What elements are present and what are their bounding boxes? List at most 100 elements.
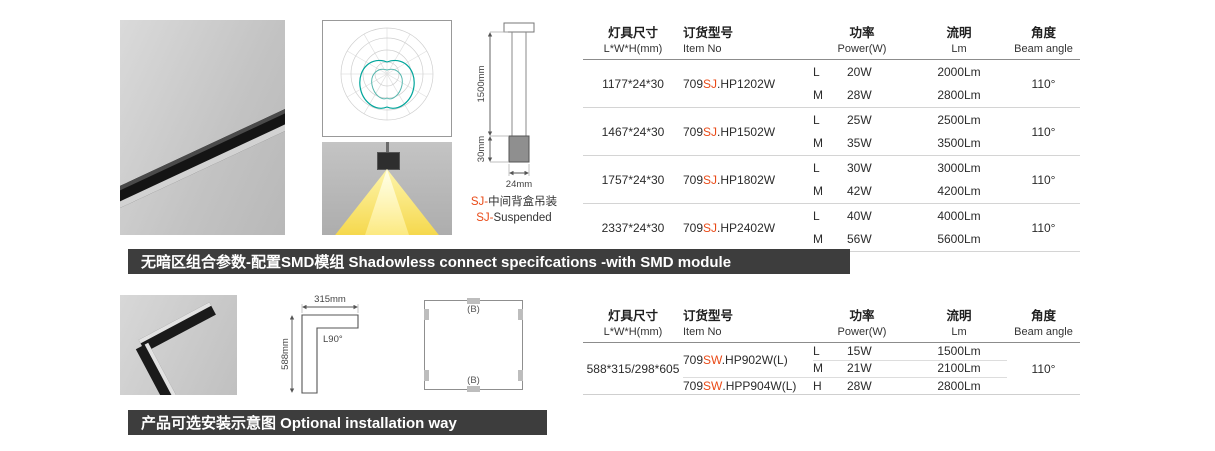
dim-height-label: 30mm	[476, 136, 487, 162]
beam-stem	[386, 142, 389, 152]
header-power-en: Power(W)	[837, 326, 887, 338]
corner-light-arm-lower	[135, 342, 179, 395]
header-item-cn: 订货型号	[683, 309, 734, 323]
item-prefix: 709	[683, 172, 704, 187]
header-size-cn: 灯具尺寸	[607, 309, 658, 323]
connector-tab	[467, 386, 480, 392]
dim-length-label: 1500mm	[476, 65, 487, 102]
suspension-caption: SJ-中间背盒吊装 SJ-Suspended	[448, 194, 580, 226]
power-value: 56W	[847, 232, 872, 247]
item-no: 709SJ.HP1802W	[683, 173, 813, 187]
corner-light-arm-upper	[138, 302, 216, 353]
lumen-value: 3000Lm	[937, 160, 981, 175]
power-value: 20W	[847, 64, 872, 79]
caption-en-text: Suspended	[493, 212, 552, 225]
item-suffix: .HP1202W	[717, 76, 776, 91]
beam-curve-inner	[371, 68, 403, 100]
power-value: 30W	[847, 160, 872, 175]
caption-cn-text: 中间背盒吊装	[488, 196, 558, 208]
caption-en-accent: SJ-	[476, 212, 494, 225]
item-prefix: 709	[683, 220, 704, 235]
suspension-svg: 1500mm 30mm 24mm	[476, 22, 535, 190]
power-mode: H	[813, 378, 822, 393]
header-angle-cn: 角度	[1030, 309, 1056, 323]
power-mode: L	[813, 208, 820, 223]
angle-cell: 110°	[1031, 76, 1056, 91]
table-row: 2337*24*30 709SJ.HP2402W L 40W 4000Lm M …	[583, 204, 1080, 252]
lumen-value: 4200Lm	[937, 184, 981, 199]
item-accent: SJ	[703, 172, 718, 187]
item-prefix: 709	[683, 124, 704, 139]
suspension-diagram: 1500mm 30mm 24mm	[468, 20, 568, 192]
item-suffix: .HP1802W	[717, 172, 776, 187]
connector-label-top: (B)	[467, 304, 480, 315]
connector-tab	[518, 370, 523, 381]
angle-cell: 110°	[1031, 124, 1056, 139]
lumen-value: 2800Lm	[937, 378, 981, 393]
header-lumen: 流明 Lm	[911, 305, 1007, 338]
connector-tab	[424, 370, 429, 381]
spec-table-suspended: 灯具尺寸 L*W*H(mm) 订货型号 Item No 功率 Power(W) …	[583, 20, 1080, 252]
item-accent: SW	[703, 379, 723, 393]
dim-588-label: 588mm	[280, 338, 291, 370]
dim-315-label: 315mm	[314, 294, 346, 305]
angle-cell: 110°	[1031, 361, 1056, 376]
item-accent: SJ	[703, 124, 718, 139]
header-angle-en: Beam angle	[1014, 43, 1073, 55]
connector-tab	[424, 309, 429, 320]
item-prefix: 709	[683, 76, 704, 91]
header-power: 功率 Power(W)	[813, 305, 911, 338]
table1-header: 灯具尺寸 L*W*H(mm) 订货型号 Item No 功率 Power(W) …	[583, 20, 1080, 60]
item-prefix: 709	[683, 379, 704, 393]
header-lumen-en: Lm	[951, 43, 967, 55]
header-item-en: Item No	[683, 43, 722, 55]
table2-header: 灯具尺寸 L*W*H(mm) 订货型号 Item No 功率 Power(W) …	[583, 303, 1080, 343]
section-banner-installation: 产品可选安装示意图 Optional installation way	[128, 410, 547, 435]
power-value: 42W	[847, 184, 872, 199]
header-angle: 角度 Beam angle	[1007, 305, 1080, 338]
power-value: 28W	[847, 88, 872, 103]
corner-dimension-drawing: 315mm 588mm L90°	[258, 293, 398, 405]
item-no: 709SJ.HP2402W	[683, 221, 813, 235]
header-item-en: Item No	[683, 326, 722, 338]
connector-layout-diagram: (B) (B)	[424, 298, 523, 392]
header-item: 订货型号 Item No	[683, 22, 813, 55]
caption-cn-accent: SJ-	[470, 196, 489, 208]
power-value: 35W	[847, 136, 872, 151]
power-mode: M	[813, 184, 823, 199]
section-banner-shadowless: 无暗区组合参数-配置SMD模组 Shadowless connect speci…	[128, 249, 850, 274]
lumen-value: 1500Lm	[911, 343, 1007, 361]
power-value: 25W	[847, 112, 872, 127]
lumen-value: 2500Lm	[937, 112, 981, 127]
beam-curve-outer	[359, 59, 415, 109]
item-no: 709SJ.HP1202W	[683, 77, 813, 91]
beam-fixture	[377, 152, 400, 170]
header-item: 订货型号 Item No	[683, 305, 813, 338]
header-size-en: L*W*H(mm)	[603, 43, 663, 55]
size-cell: 588*315/298*605	[586, 361, 680, 376]
item-no: 709SJ.HP1502W	[683, 125, 813, 139]
header-lumen: 流明 Lm	[911, 22, 1007, 55]
suspension-caption-en: SJ-Suspended	[448, 210, 580, 226]
item-accent: SJ	[703, 76, 718, 91]
linear-light-fixture	[120, 79, 285, 217]
photometric-diagram	[322, 20, 452, 137]
item-suffix: .HP1502W	[717, 124, 776, 139]
size-cell: 1757*24*30	[601, 172, 665, 187]
header-size-cn: 灯具尺寸	[607, 26, 658, 40]
header-angle-cn: 角度	[1030, 26, 1056, 40]
item-no-1: 709SW.HP902W(L)	[683, 353, 813, 367]
power-mode: M	[813, 88, 823, 103]
header-angle-en: Beam angle	[1014, 326, 1073, 338]
dim-width-label: 24mm	[506, 179, 532, 190]
power-value: 28W	[847, 378, 872, 393]
header-power-cn: 功率	[849, 26, 875, 40]
lumen-value: 2000Lm	[937, 64, 981, 79]
table-row: 1177*24*30 709SJ.HP1202W L 20W 2000Lm M …	[583, 60, 1080, 108]
header-size: 灯具尺寸 L*W*H(mm)	[583, 22, 683, 55]
corner-light-photo	[120, 295, 237, 395]
photometric-svg	[322, 20, 452, 137]
